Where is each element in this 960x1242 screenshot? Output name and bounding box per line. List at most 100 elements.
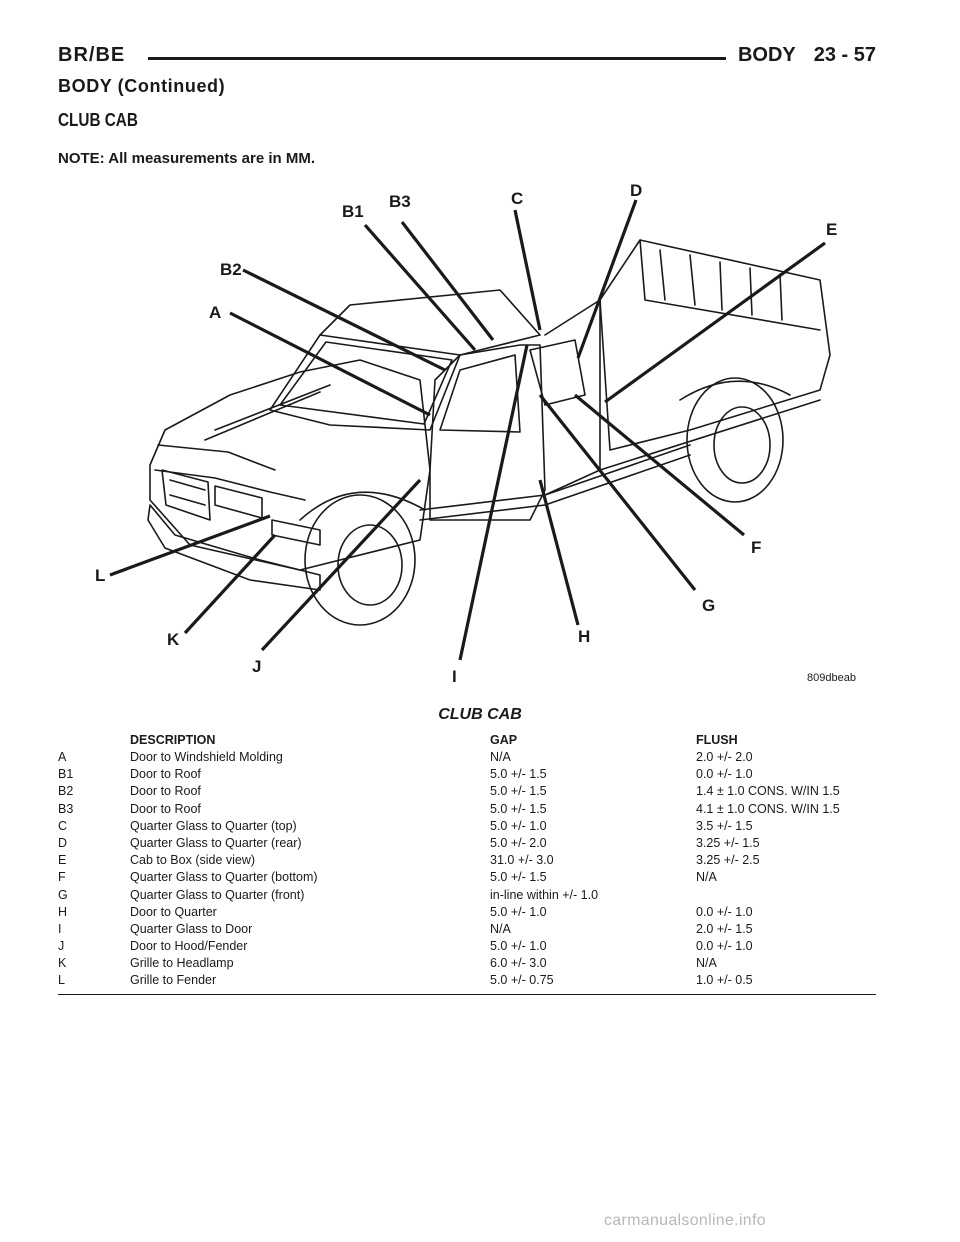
row-description: Door to Hood/Fender [130, 939, 248, 954]
table-row: L Grille to Fender 5.0 +/- 0.75 1.0 +/- … [58, 973, 876, 995]
label-I: I [452, 667, 457, 686]
row-description: Grille to Fender [130, 973, 490, 995]
windshield [269, 334, 461, 431]
spec-table: DESCRIPTION GAP FLUSH A Door to Windshie… [58, 730, 876, 995]
row-letter: H [58, 904, 68, 919]
row-description: Door to Quarter [130, 904, 217, 919]
row-gap: 5.0 +/- 1.5 [490, 767, 547, 782]
watermark: carmanualsonline.info [604, 1212, 766, 1229]
row-flush: 3.5 +/- 1.5 [696, 818, 753, 833]
label-G: G [702, 596, 715, 615]
row-gap: N/A [490, 750, 511, 764]
table-header-row: DESCRIPTION GAP FLUSH [58, 730, 876, 750]
header-gap: GAP [490, 733, 518, 747]
table-row: D Quarter Glass to Quarter (rear) 5.0 +/… [58, 836, 876, 853]
label-F: F [751, 538, 761, 557]
label-C: C [511, 189, 523, 208]
row-description: Quarter Glass to Door [130, 921, 253, 936]
row-letter: L [58, 973, 130, 995]
front-wheel [304, 494, 416, 626]
rear-wheel [686, 377, 784, 503]
row-flush: N/A [696, 956, 717, 971]
row-flush: 2.0 +/- 2.0 [696, 750, 753, 764]
row-letter: F [58, 870, 66, 885]
row-flush: 2.0 +/- 1.5 [696, 921, 753, 936]
header-letter [58, 730, 130, 750]
table-row: B1 Door to Roof 5.0 +/- 1.5 0.0 +/- 1.0 [58, 767, 876, 784]
row-flush: N/A [696, 870, 717, 885]
truck-line-drawing [147, 239, 831, 626]
row-flush: 0.0 +/- 1.0 [696, 904, 753, 919]
row-letter: B1 [58, 767, 74, 782]
row-description: Quarter Glass to Quarter (front) [130, 887, 305, 902]
table-row: J Door to Hood/Fender 5.0 +/- 1.0 0.0 +/… [58, 939, 876, 956]
label-A: A [209, 303, 221, 322]
row-letter: A [58, 750, 67, 764]
row-letter: I [58, 921, 62, 936]
label-L: L [95, 566, 105, 585]
label-B3: B3 [389, 192, 411, 211]
row-gap: 5.0 +/- 1.0 [490, 939, 547, 954]
table-row: I Quarter Glass to Door N/A 2.0 +/- 1.5 [58, 922, 876, 939]
label-B1: B1 [342, 202, 364, 221]
table-row: E Cab to Box (side view) 31.0 +/- 3.0 3.… [58, 853, 876, 870]
headlamp [214, 485, 263, 519]
label-H: H [578, 627, 590, 646]
section-title: BODY (Continued) [58, 76, 226, 96]
club-cab-figure: A B2 B1 B3 C D E F G H I J K L [95, 181, 837, 686]
row-flush: 1.4 ± 1.0 CONS. W/IN 1.5 [696, 784, 840, 799]
row-flush: 3.25 +/- 1.5 [696, 835, 760, 850]
callout-labels: A B2 B1 B3 C D E F G H I J K L [95, 181, 837, 686]
row-description: Grille to Headlamp [130, 956, 234, 971]
pickup-box [599, 239, 831, 451]
label-J: J [252, 657, 261, 676]
table-row: B2 Door to Roof 5.0 +/- 1.5 1.4 ± 1.0 CO… [58, 784, 876, 801]
table-row: B3 Door to Roof 5.0 +/- 1.5 4.1 ± 1.0 CO… [58, 802, 876, 819]
row-flush: 1.0 +/- 0.5 [696, 973, 876, 995]
row-flush: 3.25 +/- 2.5 [696, 853, 760, 868]
row-gap: 5.0 +/- 1.0 [490, 818, 547, 833]
header-section: BODY [737, 44, 796, 66]
table-row: G Quarter Glass to Quarter (front) in-li… [58, 888, 876, 905]
row-flush: 4.1 ± 1.0 CONS. W/IN 1.5 [696, 801, 840, 816]
grille [161, 469, 211, 521]
header-model: BR/BE [58, 44, 134, 67]
row-description: Cab to Box (side view) [130, 853, 256, 868]
row-gap: 5.0 +/- 2.0 [490, 835, 547, 850]
header-rule [148, 57, 726, 60]
row-letter: D [58, 835, 68, 850]
table-row: C Quarter Glass to Quarter (top) 5.0 +/-… [58, 819, 876, 836]
row-gap: 6.0 +/- 3.0 [490, 956, 547, 971]
measurement-note: NOTE: All measurements are in MM. [58, 150, 316, 167]
row-gap: 5.0 +/- 0.75 [490, 973, 696, 995]
row-letter: C [58, 818, 68, 833]
row-description: Quarter Glass to Quarter (top) [130, 818, 297, 833]
row-letter: E [58, 853, 67, 868]
header-flush: FLUSH [696, 733, 738, 747]
subsection-title: CLUB CAB [58, 110, 138, 130]
row-gap: 31.0 +/- 3.0 [490, 853, 554, 868]
cab-door [429, 344, 546, 521]
row-gap: 5.0 +/- 1.5 [490, 870, 547, 885]
row-letter: B2 [58, 784, 74, 799]
figure-id: 809dbeab [807, 672, 856, 684]
row-description: Door to Roof [130, 784, 201, 799]
table-row: K Grille to Headlamp 6.0 +/- 3.0 N/A [58, 956, 876, 973]
table-row: F Quarter Glass to Quarter (bottom) 5.0 … [58, 870, 876, 887]
header-description: DESCRIPTION [130, 733, 216, 747]
figure-caption: CLUB CAB [438, 706, 522, 723]
row-flush [696, 888, 876, 905]
row-description: Door to Roof [130, 767, 201, 782]
row-letter: K [58, 956, 67, 971]
row-gap: 5.0 +/- 1.5 [490, 784, 547, 799]
row-description: Quarter Glass to Quarter (rear) [130, 835, 302, 850]
label-D: D [630, 181, 642, 200]
quarter-glass [529, 339, 586, 406]
roof [319, 289, 541, 356]
table-row: H Door to Quarter 5.0 +/- 1.0 0.0 +/- 1.… [58, 905, 876, 922]
row-letter: B3 [58, 801, 74, 816]
row-letter: J [58, 939, 65, 954]
row-description: Door to Roof [130, 801, 201, 816]
